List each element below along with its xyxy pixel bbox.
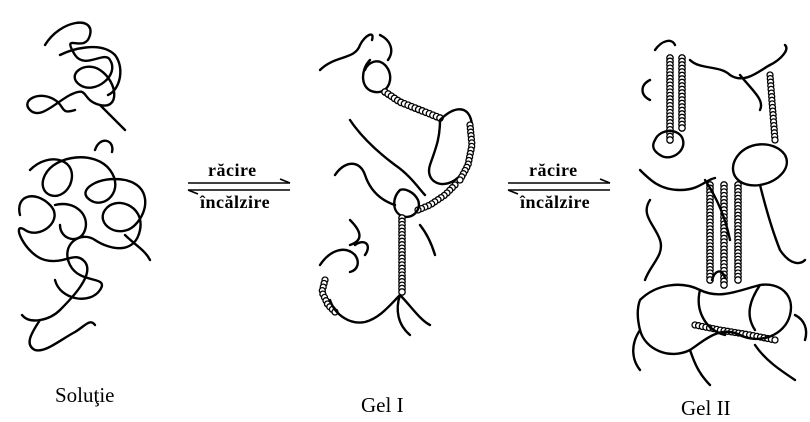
- helix-bead: [772, 337, 778, 343]
- helix-bead: [772, 137, 778, 143]
- solution-coils: [19, 23, 150, 351]
- helix-bead: [721, 282, 727, 288]
- caption-solution: Soluţie: [55, 383, 115, 407]
- helix-bead: [679, 125, 685, 131]
- gel2-network: [633, 41, 806, 385]
- helix-bead: [735, 277, 741, 283]
- caption-gel1: Gel I: [361, 393, 404, 417]
- arrow2-forward-label: răcire: [529, 160, 578, 180]
- arrow2-reverse-label: încălzire: [519, 192, 590, 212]
- helix-bead: [667, 137, 673, 143]
- arrow1-forward-label: răcire: [208, 160, 257, 180]
- arrow1-reverse-label: încălzire: [199, 192, 270, 212]
- gel1-network: [319, 35, 475, 335]
- caption-gel2: Gel II: [681, 396, 731, 420]
- helix-bead: [457, 177, 463, 183]
- equilibrium-arrow-2: răcire încălzire: [508, 160, 610, 212]
- equilibrium-arrow-1: răcire încălzire: [188, 160, 290, 212]
